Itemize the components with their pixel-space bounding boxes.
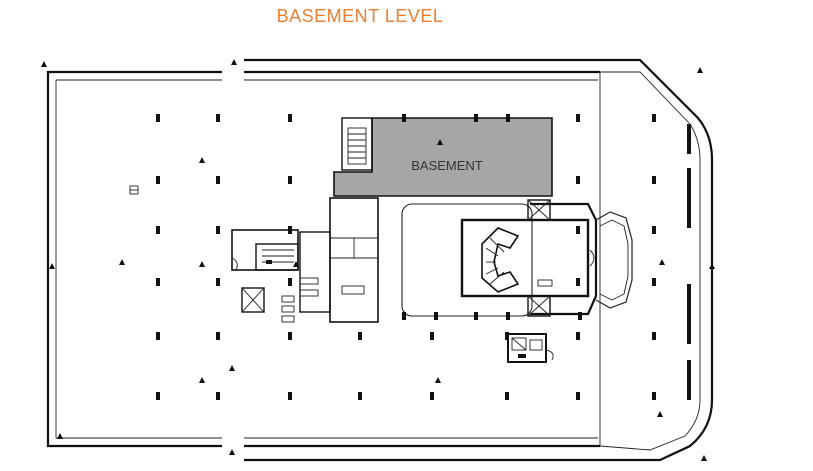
column-marker (430, 332, 434, 340)
triangle-marker-icon (657, 411, 663, 417)
lift-block-south (507, 333, 554, 363)
column-marker (216, 114, 220, 122)
column-marker (505, 392, 509, 400)
column-marker (358, 392, 362, 400)
column-marker (216, 332, 220, 340)
column-marker (652, 332, 656, 340)
column-marker (288, 176, 292, 184)
triangle-marker-icon (437, 139, 443, 145)
column-marker (216, 392, 220, 400)
triangle-marker-icon (57, 433, 63, 439)
triangle-marker-icon (229, 365, 235, 371)
triangle-marker-icon (697, 67, 703, 73)
column-marker (576, 176, 580, 184)
triangle-marker-icon (229, 449, 235, 455)
column-marker (652, 278, 656, 286)
structural-columns (156, 114, 656, 400)
triangle-marker-icon (49, 263, 55, 269)
triangle-marker-icon (709, 263, 715, 269)
column-marker (474, 312, 478, 320)
column-marker (156, 176, 160, 184)
office-block (401, 199, 633, 317)
triangle-marker-icon (199, 377, 205, 383)
column-marker (578, 312, 582, 320)
stair-west (231, 229, 299, 313)
column-marker (576, 392, 580, 400)
triangle-marker-icon (293, 261, 299, 267)
column-marker (156, 226, 160, 234)
column-marker (430, 392, 434, 400)
column-marker (474, 114, 478, 122)
column-marker (156, 114, 160, 122)
stair-north (341, 117, 373, 171)
triangle-marker-icon (119, 259, 125, 265)
column-marker (216, 226, 220, 234)
triangle-marker-icon (231, 59, 237, 65)
basement-label: BASEMENT (411, 158, 483, 173)
plan-title: BASEMENT LEVEL (276, 6, 444, 26)
column-marker (576, 278, 580, 286)
triangle-marker-icon (41, 61, 47, 67)
column-marker (156, 332, 160, 340)
column-marker (156, 392, 160, 400)
column-marker (216, 278, 220, 286)
column-marker (402, 312, 406, 320)
column-marker (434, 312, 438, 320)
column-marker (288, 332, 292, 340)
triangle-marker-icon (659, 259, 665, 265)
triangle-marker-icon (701, 455, 707, 461)
small-window-west (129, 185, 139, 195)
column-marker (156, 278, 160, 286)
triangle-marker-icon (199, 261, 205, 267)
column-marker (288, 278, 292, 286)
column-marker (576, 114, 580, 122)
basement-area: BASEMENT (333, 117, 553, 197)
outer-walls (46, 58, 714, 462)
triangle-marker-icon (199, 157, 205, 163)
triangle-marker-icon (435, 377, 441, 383)
column-marker (576, 332, 580, 340)
column-marker (652, 176, 656, 184)
perimeter-markers (41, 59, 715, 461)
column-marker (288, 226, 292, 234)
column-marker (652, 226, 656, 234)
column-marker (216, 176, 220, 184)
column-marker (505, 332, 509, 340)
column-marker (506, 312, 510, 320)
column-marker (576, 226, 580, 234)
column-marker (506, 114, 510, 122)
core-rooms (281, 197, 379, 323)
column-marker (652, 392, 656, 400)
column-marker (358, 332, 362, 340)
column-marker (652, 114, 656, 122)
column-marker (402, 114, 406, 122)
column-marker (288, 114, 292, 122)
column-marker (288, 392, 292, 400)
